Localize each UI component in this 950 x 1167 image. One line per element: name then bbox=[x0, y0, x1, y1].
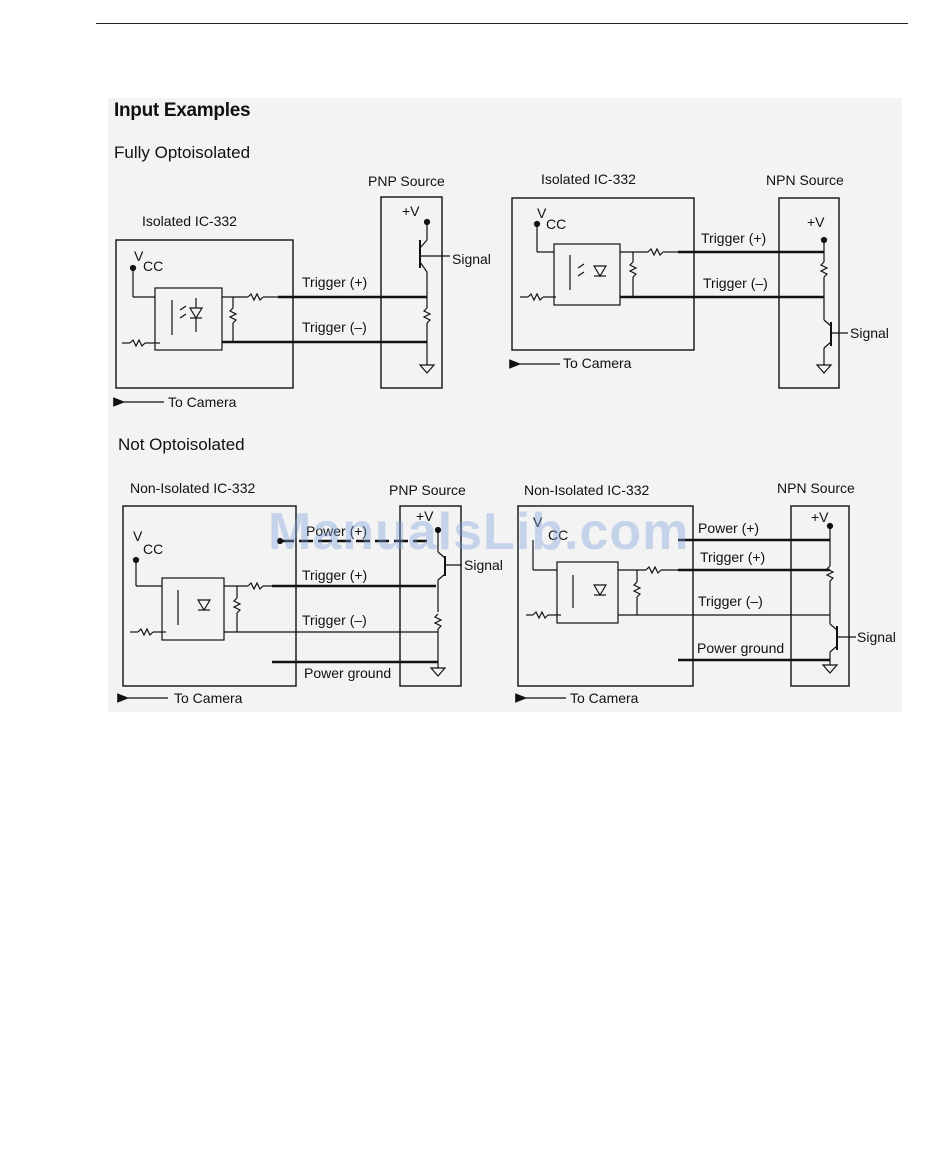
label-trigger-minus-1: Trigger (–) bbox=[302, 319, 367, 335]
label-vcc-cc-2: CC bbox=[546, 216, 566, 232]
label-trigger-plus-3: Trigger (+) bbox=[302, 567, 367, 583]
optocoupler bbox=[154, 287, 223, 351]
diagram-not-pnp bbox=[117, 505, 462, 703]
label-vcc-v-4: V bbox=[533, 514, 543, 530]
label-non-isolated-3: Non-Isolated IC-332 bbox=[130, 480, 256, 496]
label-vcc-v-2: V bbox=[537, 205, 547, 221]
label-vcc-cc-4: CC bbox=[548, 527, 568, 543]
label-signal-4: Signal bbox=[857, 629, 896, 645]
label-to-camera-3: To Camera bbox=[174, 690, 243, 706]
pnp-box bbox=[380, 196, 443, 389]
label-vcc-cc-3: CC bbox=[143, 541, 163, 557]
label-power-plus-3: Power (+) bbox=[306, 523, 367, 539]
label-trigger-plus-2: Trigger (+) bbox=[701, 230, 766, 246]
label-power-plus-4: Power (+) bbox=[698, 520, 759, 536]
diagram-fully-npn bbox=[509, 197, 848, 389]
label-signal-1: Signal bbox=[452, 251, 491, 267]
diagram-not-npn bbox=[515, 505, 856, 703]
isolated-box bbox=[115, 239, 294, 389]
label-vcc-cc-1: CC bbox=[143, 258, 163, 274]
label-plusv-3: +V bbox=[416, 508, 434, 524]
label-signal-3: Signal bbox=[464, 557, 503, 573]
label-isolated-2: Isolated IC-332 bbox=[541, 171, 636, 187]
label-vcc-v-3: V bbox=[133, 528, 143, 544]
label-to-camera-1: To Camera bbox=[168, 394, 237, 410]
label-plusv-1: +V bbox=[402, 203, 420, 219]
diagram-fully-pnp bbox=[113, 196, 450, 407]
label-npn-2: NPN Source bbox=[766, 172, 844, 188]
label-to-camera-4: To Camera bbox=[570, 690, 639, 706]
label-trigger-minus-3: Trigger (–) bbox=[302, 612, 367, 628]
label-isolated-1: Isolated IC-332 bbox=[142, 213, 237, 229]
subheading-fully-optoisolated: Fully Optoisolated bbox=[114, 143, 251, 162]
label-non-isolated-4: Non-Isolated IC-332 bbox=[524, 482, 650, 498]
label-trigger-minus-4: Trigger (–) bbox=[698, 593, 763, 609]
label-power-ground-3: Power ground bbox=[304, 665, 391, 681]
label-trigger-plus-1: Trigger (+) bbox=[302, 274, 367, 290]
label-pnp-3: PNP Source bbox=[389, 482, 466, 498]
label-pnp-1: PNP Source bbox=[368, 173, 445, 189]
label-trigger-minus-2: Trigger (–) bbox=[703, 275, 768, 291]
label-npn-4: NPN Source bbox=[777, 480, 855, 496]
label-power-ground-4: Power ground bbox=[697, 640, 784, 656]
subheading-not-optoisolated: Not Optoisolated bbox=[118, 435, 245, 454]
label-trigger-plus-4: Trigger (+) bbox=[700, 549, 765, 565]
section-heading: Input Examples bbox=[114, 100, 251, 121]
label-to-camera-2: To Camera bbox=[563, 355, 632, 371]
header-rule bbox=[96, 23, 908, 24]
label-plusv-4: +V bbox=[811, 509, 829, 525]
label-plusv-2: +V bbox=[807, 214, 825, 230]
label-signal-2: Signal bbox=[850, 325, 889, 341]
label-vcc-v-1: V bbox=[134, 248, 144, 264]
